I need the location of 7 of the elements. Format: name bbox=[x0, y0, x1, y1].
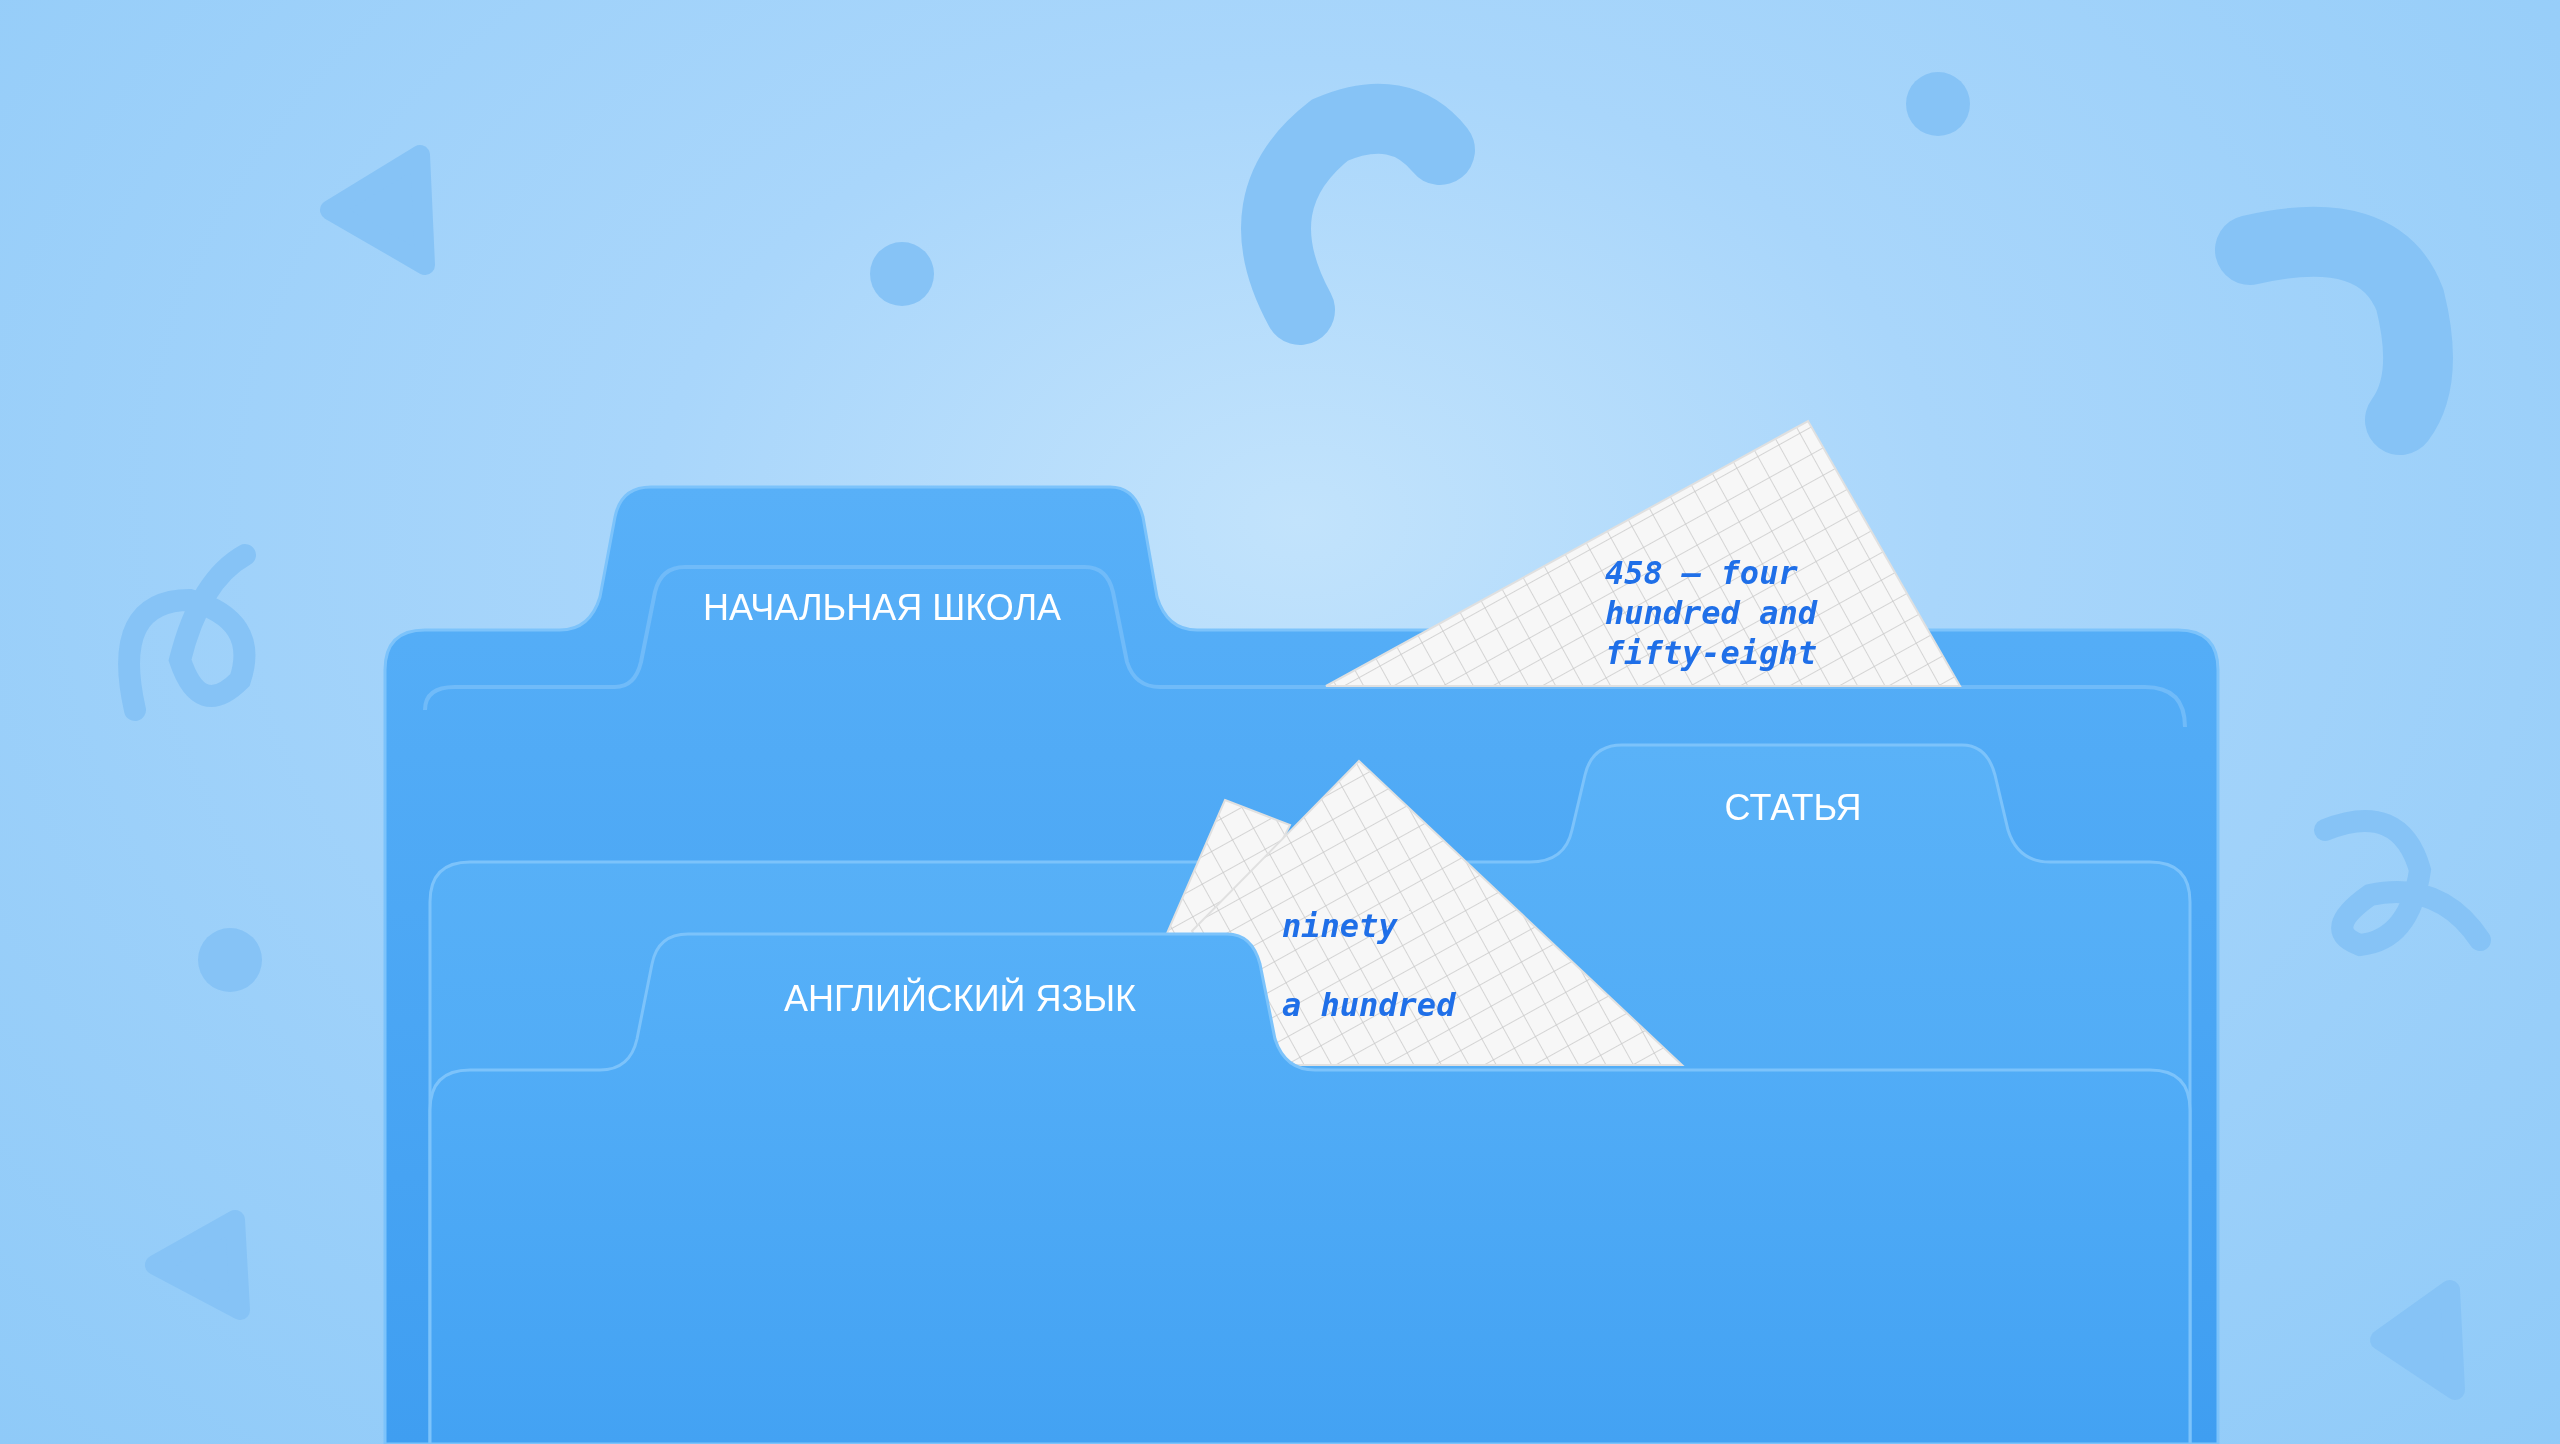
handwritten-note: a hundred bbox=[1282, 985, 1457, 1025]
handwritten-note: 458 — four hundred and fifty-eight bbox=[1605, 553, 1819, 673]
handwritten-note: ninety bbox=[1282, 906, 1399, 946]
grid-paper-sheet bbox=[1326, 421, 1960, 686]
folder-tab-label: СТАТЬЯ bbox=[1724, 787, 1862, 829]
folder-tab-label: НАЧАЛЬНАЯ ШКОЛА bbox=[702, 587, 1062, 629]
folder-tab-label: АНГЛИЙСКИЙ ЯЗЫК bbox=[783, 978, 1137, 1020]
